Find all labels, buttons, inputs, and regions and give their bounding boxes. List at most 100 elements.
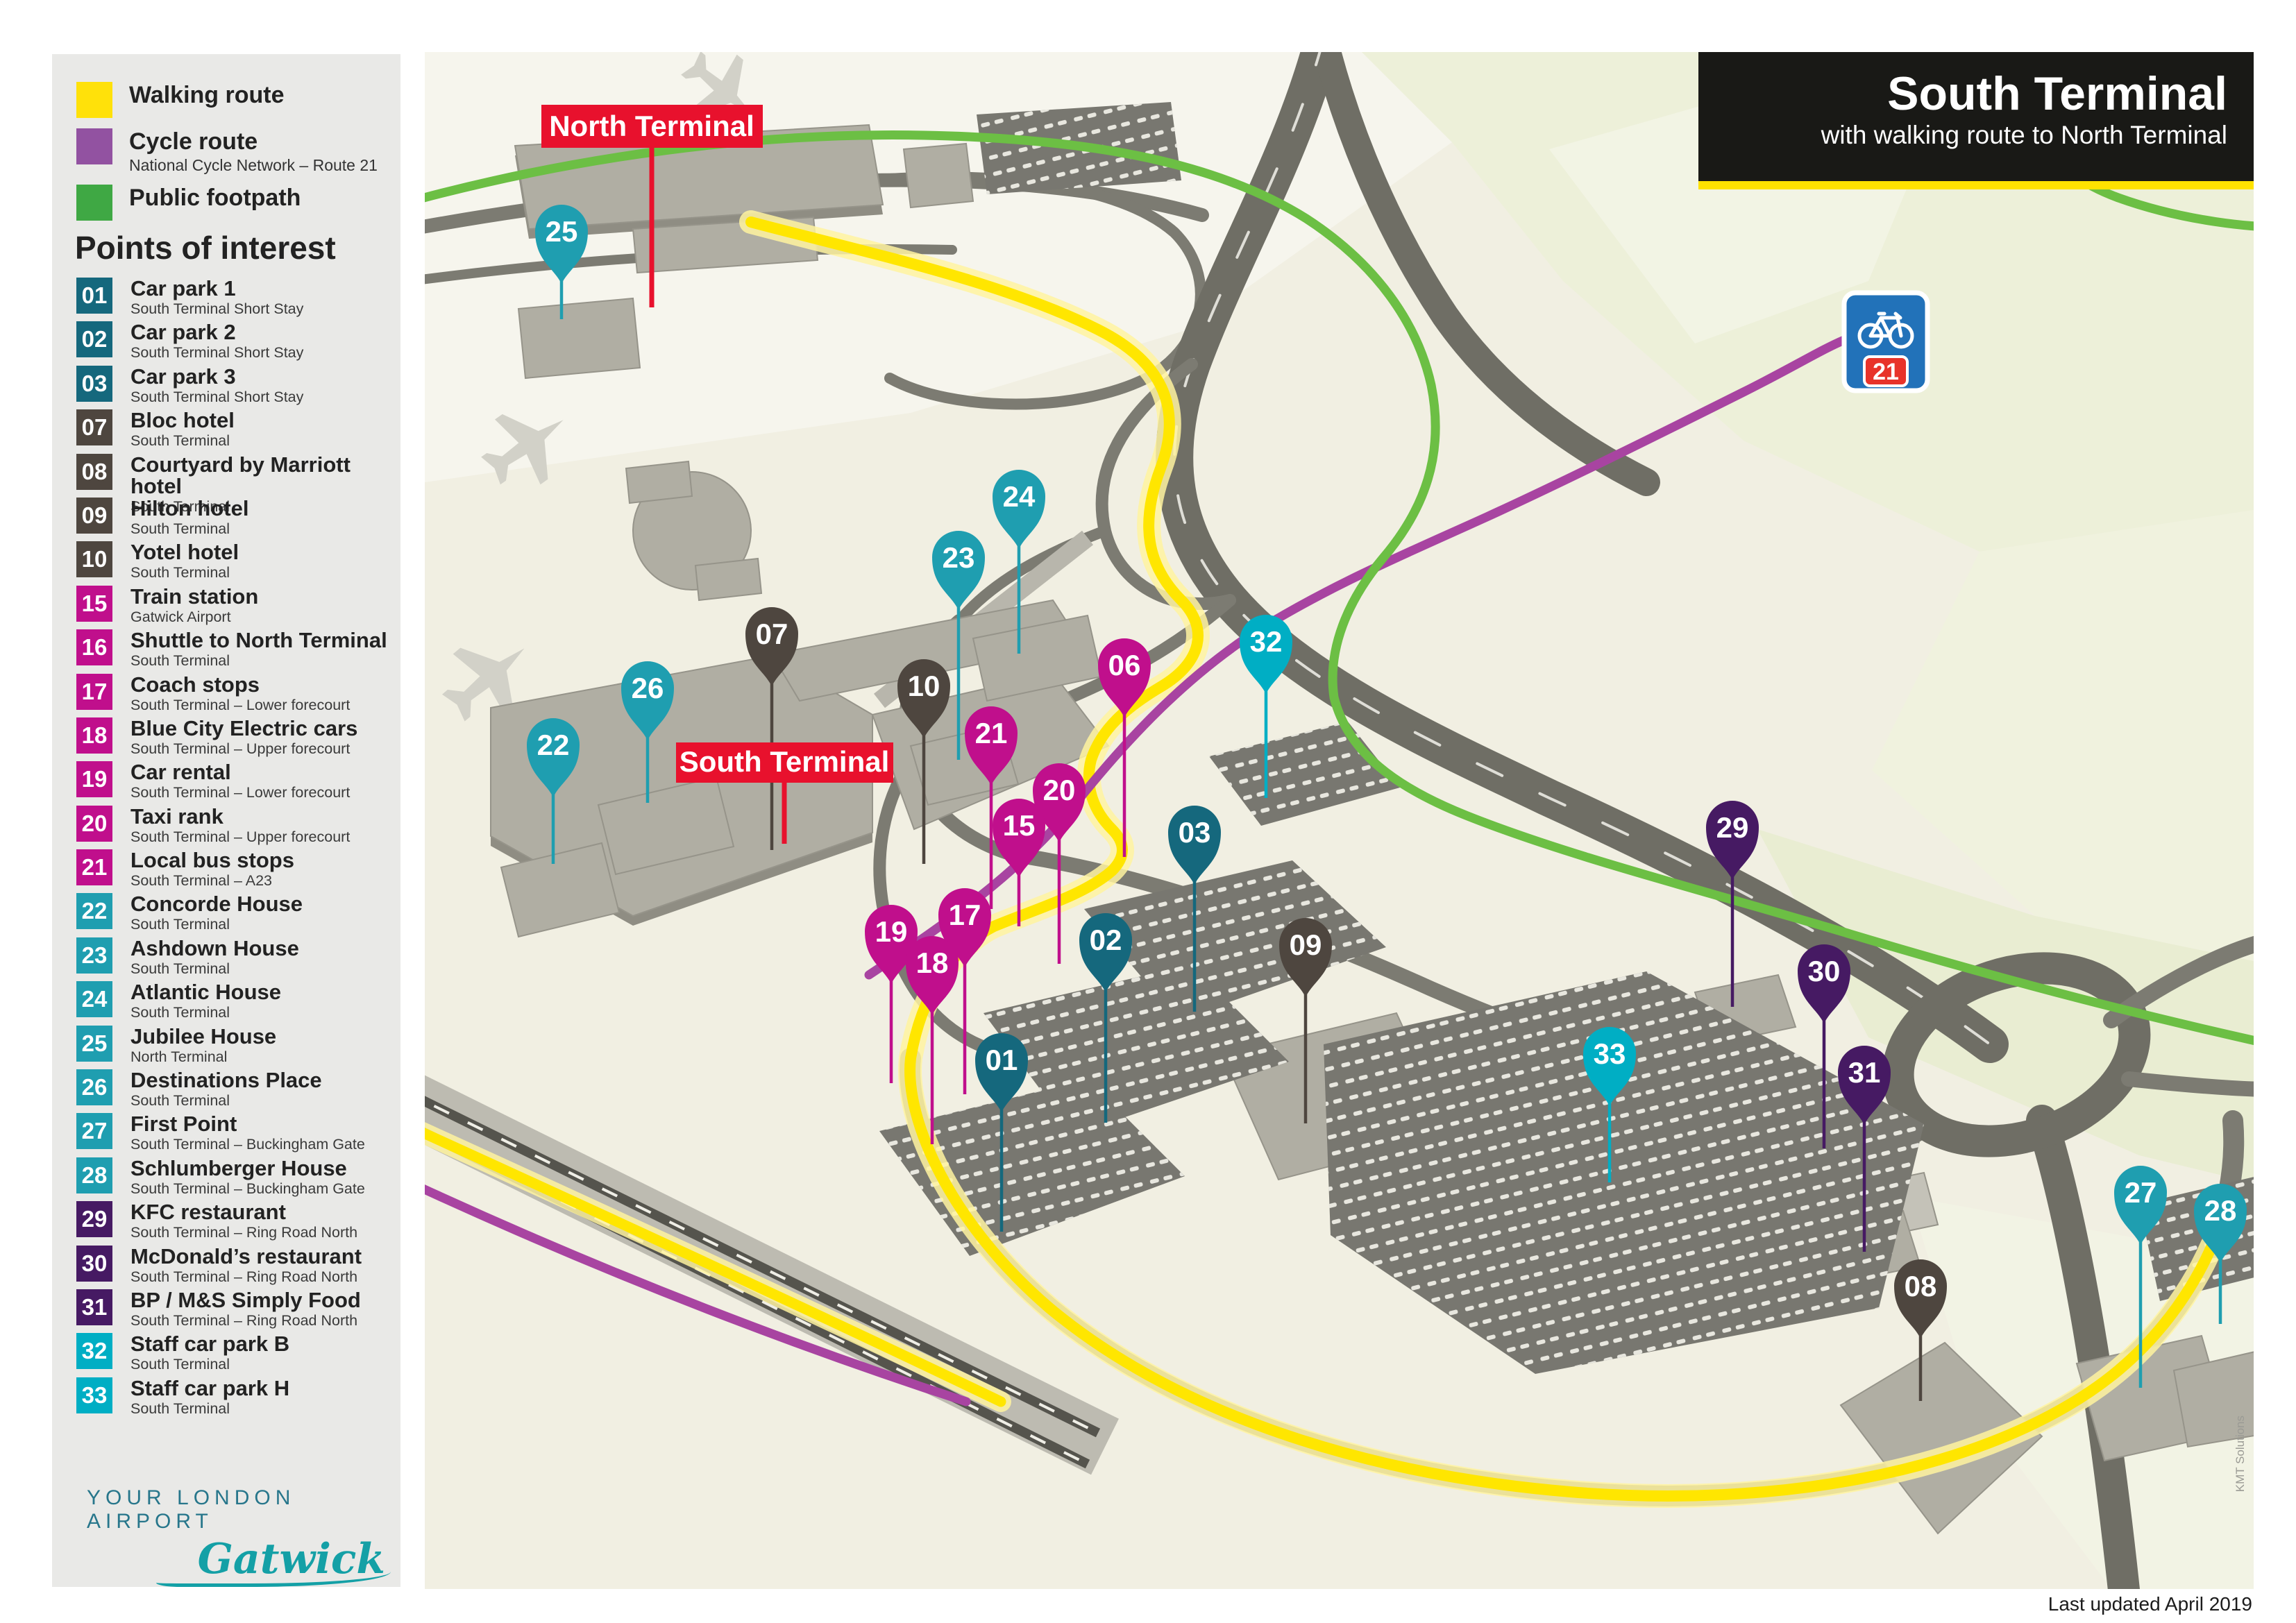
- poi-title: Yotel hotel: [130, 540, 239, 565]
- map-title: South Terminal: [1887, 67, 2227, 120]
- legend-sublabel: National Cycle Network – Route 21: [129, 155, 378, 174]
- poi-subtitle: South Terminal: [130, 1092, 230, 1110]
- poi-number-chip: 07: [76, 409, 112, 446]
- poi-subtitle: South Terminal: [130, 652, 230, 670]
- map-pin-27: 27: [2114, 1166, 2167, 1245]
- poi-subtitle: Gatwick Airport: [130, 608, 231, 625]
- map-pin-32: 32: [1240, 615, 1292, 694]
- poi-subtitle: South Terminal: [130, 498, 230, 515]
- poi-title: Car park 1: [130, 276, 236, 300]
- map-pin-02: 02: [1079, 913, 1132, 992]
- legend-label: Cycle route: [129, 128, 258, 155]
- legend-color-chip: [76, 184, 112, 221]
- logo-wordmark: Gatwick: [156, 1535, 391, 1587]
- poi-title: Courtyard by Marriott hotel: [130, 452, 351, 498]
- poi-title: KFC restaurant: [130, 1200, 286, 1225]
- poi-number-chip: 21: [76, 849, 112, 886]
- svg-text:10: 10: [908, 670, 940, 702]
- poi-number-chip: 17: [76, 673, 112, 710]
- poi-subtitle: South Terminal – Upper forecourt: [130, 740, 351, 757]
- poi-subtitle: South Terminal Short Stay: [130, 344, 304, 362]
- map-pin-31: 31: [1838, 1046, 1891, 1125]
- poi-title: Staff car park H: [130, 1375, 290, 1400]
- svg-text:33: 33: [1594, 1037, 1626, 1070]
- svg-text:09: 09: [1290, 928, 1322, 961]
- svg-text:18: 18: [916, 946, 949, 979]
- map-subtitle: with walking route to North Terminal: [1821, 121, 2227, 150]
- cycle-route-sign: 21: [1841, 290, 1930, 393]
- svg-text:26: 26: [632, 672, 664, 704]
- poi-number-chip: 27: [76, 1113, 112, 1150]
- poi-subtitle: South Terminal Short Stay: [130, 300, 304, 317]
- map-pin-19: 19: [865, 905, 918, 984]
- poi-number-chip: 03: [76, 365, 112, 402]
- svg-text:03: 03: [1179, 816, 1211, 849]
- map-pin-30: 30: [1798, 944, 1850, 1023]
- poi-subtitle: South Terminal: [130, 1356, 230, 1373]
- poi-subtitle: South Terminal Short Stay: [130, 388, 304, 405]
- map-pin-25: 25: [535, 205, 588, 284]
- poi-subtitle: South Terminal – Lower forecourt: [130, 784, 351, 801]
- map-pin-24: 24: [993, 470, 1045, 549]
- poi-subtitle: South Terminal: [130, 1400, 230, 1417]
- poi-number-chip: 24: [76, 981, 112, 1018]
- svg-text:22: 22: [537, 729, 570, 761]
- svg-text:01: 01: [986, 1044, 1018, 1076]
- poi-subtitle: South Terminal – Ring Road North: [130, 1311, 358, 1329]
- svg-text:06: 06: [1108, 649, 1141, 681]
- poi-title: Concorde House: [130, 892, 303, 917]
- svg-text:25: 25: [546, 215, 578, 248]
- svg-text:15: 15: [1003, 809, 1036, 842]
- map-pin-22: 22: [527, 718, 580, 797]
- poi-number-chip: 08: [76, 453, 112, 490]
- legend-color-chip: [76, 82, 112, 118]
- svg-text:North Terminal: North Terminal: [549, 110, 754, 142]
- north-terminal-label: North Terminal: [541, 105, 763, 307]
- poi-title: Schlumberger House: [130, 1155, 347, 1180]
- poi-subtitle: South Terminal – Lower forecourt: [130, 696, 351, 713]
- poi-title: Car park 2: [130, 320, 236, 345]
- poi-title: BP / M&S Simply Food: [130, 1287, 361, 1312]
- map-pin-06: 06: [1098, 638, 1151, 717]
- aircraft-icons: [441, 51, 753, 722]
- poi-number-chip: 30: [76, 1245, 112, 1282]
- poi-title: Bloc hotel: [130, 408, 235, 433]
- svg-text:31: 31: [1848, 1056, 1881, 1089]
- car-parks: [879, 102, 2271, 1374]
- route-number: 21: [1873, 359, 1899, 385]
- poi-subtitle: South Terminal – Ring Road North: [130, 1268, 358, 1285]
- poi-subtitle: South Terminal – A23: [130, 872, 272, 890]
- poi-title: Coach stops: [130, 672, 260, 697]
- poi-title: Blue City Electric cars: [130, 715, 358, 740]
- poi-title: Shuttle to North Terminal: [130, 628, 387, 653]
- poi-subtitle: South Terminal – Upper forecourt: [130, 828, 351, 845]
- map-pin-10: 10: [897, 659, 950, 738]
- svg-text:30: 30: [1808, 955, 1841, 987]
- poi-number-chip: 23: [76, 937, 112, 974]
- poi-title: Train station: [130, 584, 259, 609]
- poi-number-chip: 31: [76, 1289, 112, 1325]
- poi-number-chip: 18: [76, 717, 112, 754]
- map-pin-09: 09: [1279, 918, 1332, 997]
- poi-title: Car rental: [130, 760, 231, 785]
- legend-label: Walking route: [129, 82, 285, 108]
